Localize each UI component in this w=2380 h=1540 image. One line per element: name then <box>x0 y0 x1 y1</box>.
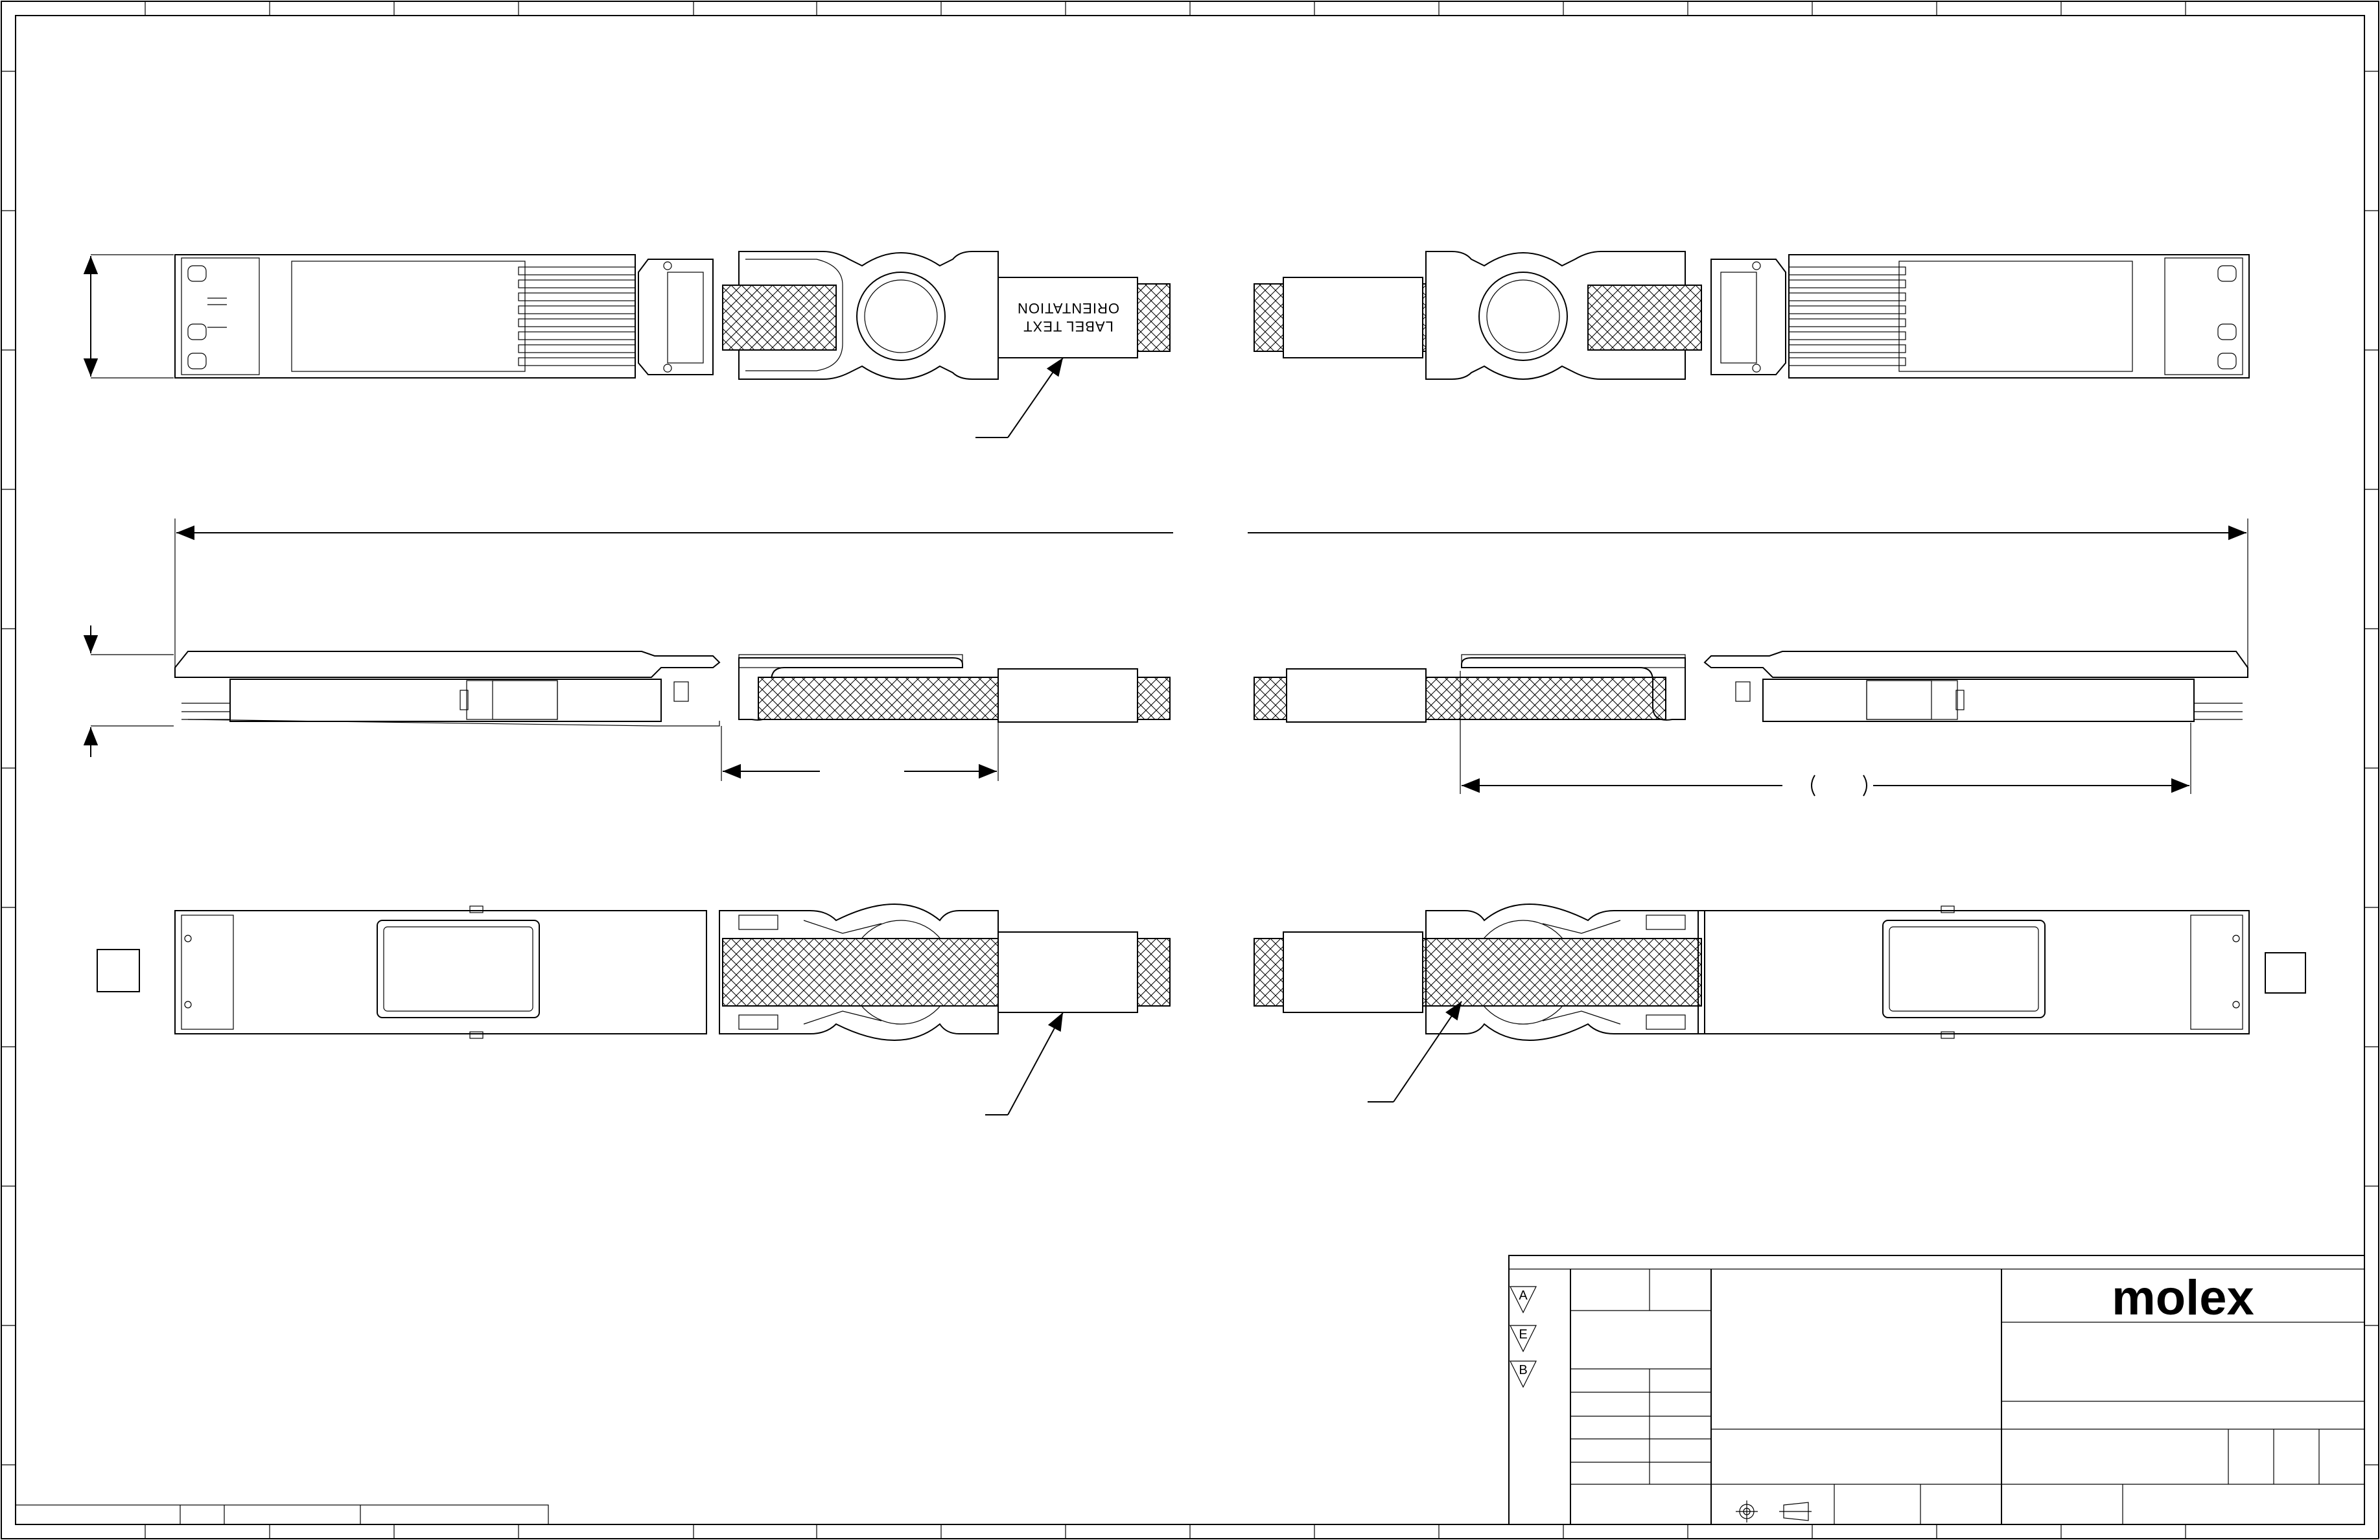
molex-logo: molex <box>2112 1270 2254 1325</box>
label-text-line2: ORIENTATION <box>1017 300 1119 316</box>
bottom-view-left-connector <box>97 904 1171 1115</box>
overall-length-dimension <box>174 519 2248 668</box>
revision-symbol-a: A <box>1519 1289 1528 1303</box>
view-symbol-box-right <box>2265 952 2306 994</box>
label-text-orientation: LABEL TEXT ORIENTATION <box>1017 300 1119 334</box>
revision-symbol-b: B <box>1519 1363 1527 1377</box>
label-text-line1: LABEL TEXT <box>1023 318 1114 334</box>
revision-symbols: A E B <box>1510 1286 1537 1388</box>
title-block: molex A E B <box>1508 1255 2365 1525</box>
revision-strip <box>15 1504 549 1525</box>
top-view-right-connector <box>1254 251 2250 380</box>
view-symbol-box-left <box>97 949 140 992</box>
side-view-right-connector <box>1254 651 2248 797</box>
bottom-view-right-connector <box>1254 904 2306 1102</box>
third-angle-projection-icon <box>1736 1500 1812 1522</box>
side-view-left-connector <box>83 625 1171 781</box>
top-view-left-connector: LABEL TEXT ORIENTATION <box>83 251 1171 438</box>
revision-symbol-e: E <box>1519 1327 1527 1342</box>
